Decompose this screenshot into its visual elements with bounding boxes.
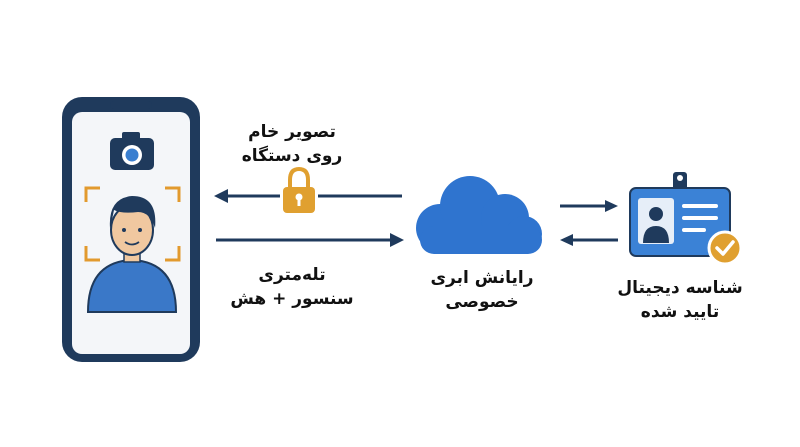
raw-image-label: تصویر خام روی دستگاه	[232, 120, 352, 168]
telemetry-label-line2: سنسور + هش	[230, 289, 354, 309]
id-card-icon	[629, 172, 731, 257]
lock-icon	[283, 166, 315, 213]
camera-icon	[110, 132, 154, 170]
telemetry-label: تله‌متری سنسور + هش	[222, 263, 362, 311]
face-scan-frame	[84, 186, 181, 262]
identity-label-line1: شناسه دیجیتال	[617, 278, 743, 298]
cloud-label-line1: رایانش ابری	[430, 268, 534, 288]
cloud-label: رایانش ابری خصوصی	[412, 266, 552, 314]
check-badge-icon	[707, 230, 743, 266]
cloud-icon	[416, 176, 542, 254]
raw-image-label-line2: روی دستگاه	[241, 146, 343, 166]
cloud-label-line2: خصوصی	[445, 292, 519, 312]
identity-label-line2: تایید شده	[640, 302, 720, 322]
telemetry-label-line1: تله‌متری	[258, 265, 326, 285]
verify-arrow-left	[560, 234, 618, 246]
raw-image-label-line1: تصویر خام	[248, 122, 336, 142]
raw-image-arrow	[214, 189, 402, 203]
telemetry-arrow	[216, 233, 404, 247]
verify-arrow-right	[560, 200, 618, 212]
person-icon	[86, 196, 178, 313]
identity-label: شناسه دیجیتال تایید شده	[600, 276, 760, 324]
